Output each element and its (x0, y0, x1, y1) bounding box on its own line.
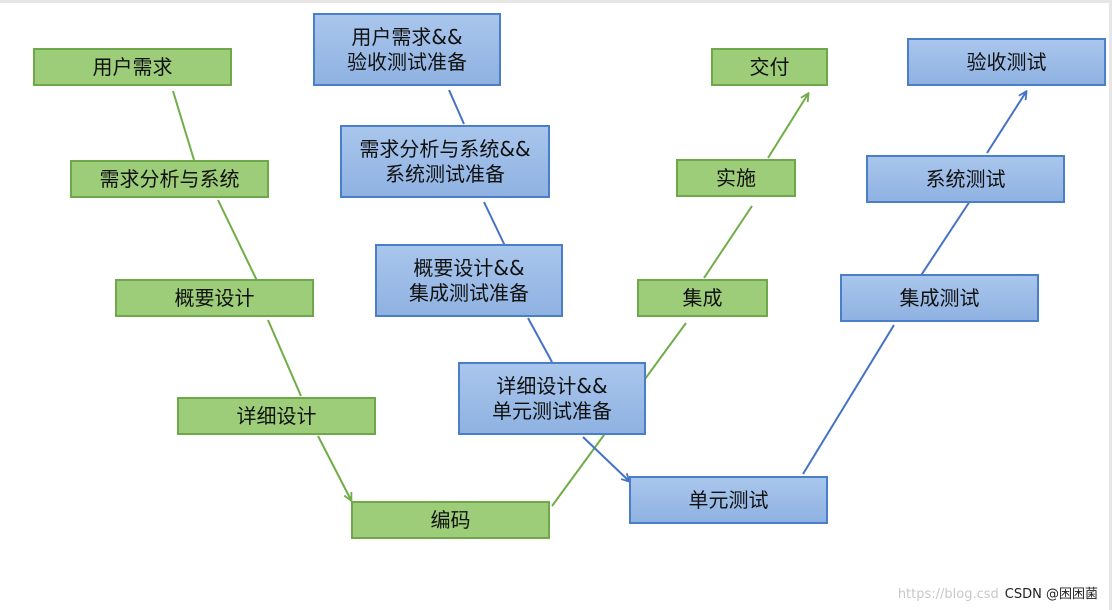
edge-implementation-to-delivery (767, 94, 808, 159)
watermark-url: https://blog.csd (897, 587, 999, 602)
node-user-req-acceptance-prep: 用户需求&& 验收测试准备 (313, 13, 501, 86)
edge-detail-to-coding (317, 435, 351, 500)
node-delivery: 交付 (711, 48, 828, 86)
node-outline-integration-prep: 概要设计&& 集成测试准备 (375, 244, 563, 317)
node-requirement-analysis: 需求分析与系统 (70, 160, 269, 198)
edge-unit-test-to-integration-test (802, 324, 895, 475)
edge-integration-to-implementation (703, 205, 753, 279)
edge-req-system-to-outline-integration (483, 201, 507, 249)
node-system-test: 系统测试 (866, 155, 1065, 203)
right-border (1109, 0, 1112, 610)
node-req-system-test-prep: 需求分析与系统&& 系统测试准备 (340, 125, 550, 198)
edge-integration-test-to-system-test (913, 197, 973, 287)
node-integration: 集成 (637, 279, 768, 317)
node-unit-test: 单元测试 (629, 476, 828, 524)
node-detailed-design: 详细设计 (177, 397, 376, 435)
edge-outline-to-detail (267, 319, 302, 397)
node-acceptance-test: 验收测试 (907, 38, 1106, 86)
edge-req-analysis-to-outline (217, 199, 263, 292)
watermark-author: CSDN @困困菌 (1004, 587, 1098, 602)
edge-system-test-to-acceptance-test (986, 92, 1026, 154)
watermark: https://blog.csd CSDN @困困菌 (898, 583, 1098, 602)
edge-detail-unit-to-unit-test (582, 436, 629, 481)
node-implementation: 实施 (676, 159, 796, 197)
node-detail-unit-prep: 详细设计&& 单元测试准备 (458, 362, 646, 435)
node-integration-test: 集成测试 (840, 274, 1039, 322)
node-coding: 编码 (351, 501, 550, 539)
edge-outline-integration-to-detail-unit (527, 317, 553, 363)
node-outline-design: 概要设计 (115, 279, 314, 317)
node-user-requirements: 用户需求 (33, 48, 232, 86)
top-border (0, 0, 1112, 3)
edge-user-req-accept-to-req-system (448, 89, 465, 125)
edge-user-req-to-req-analysis (172, 90, 195, 161)
